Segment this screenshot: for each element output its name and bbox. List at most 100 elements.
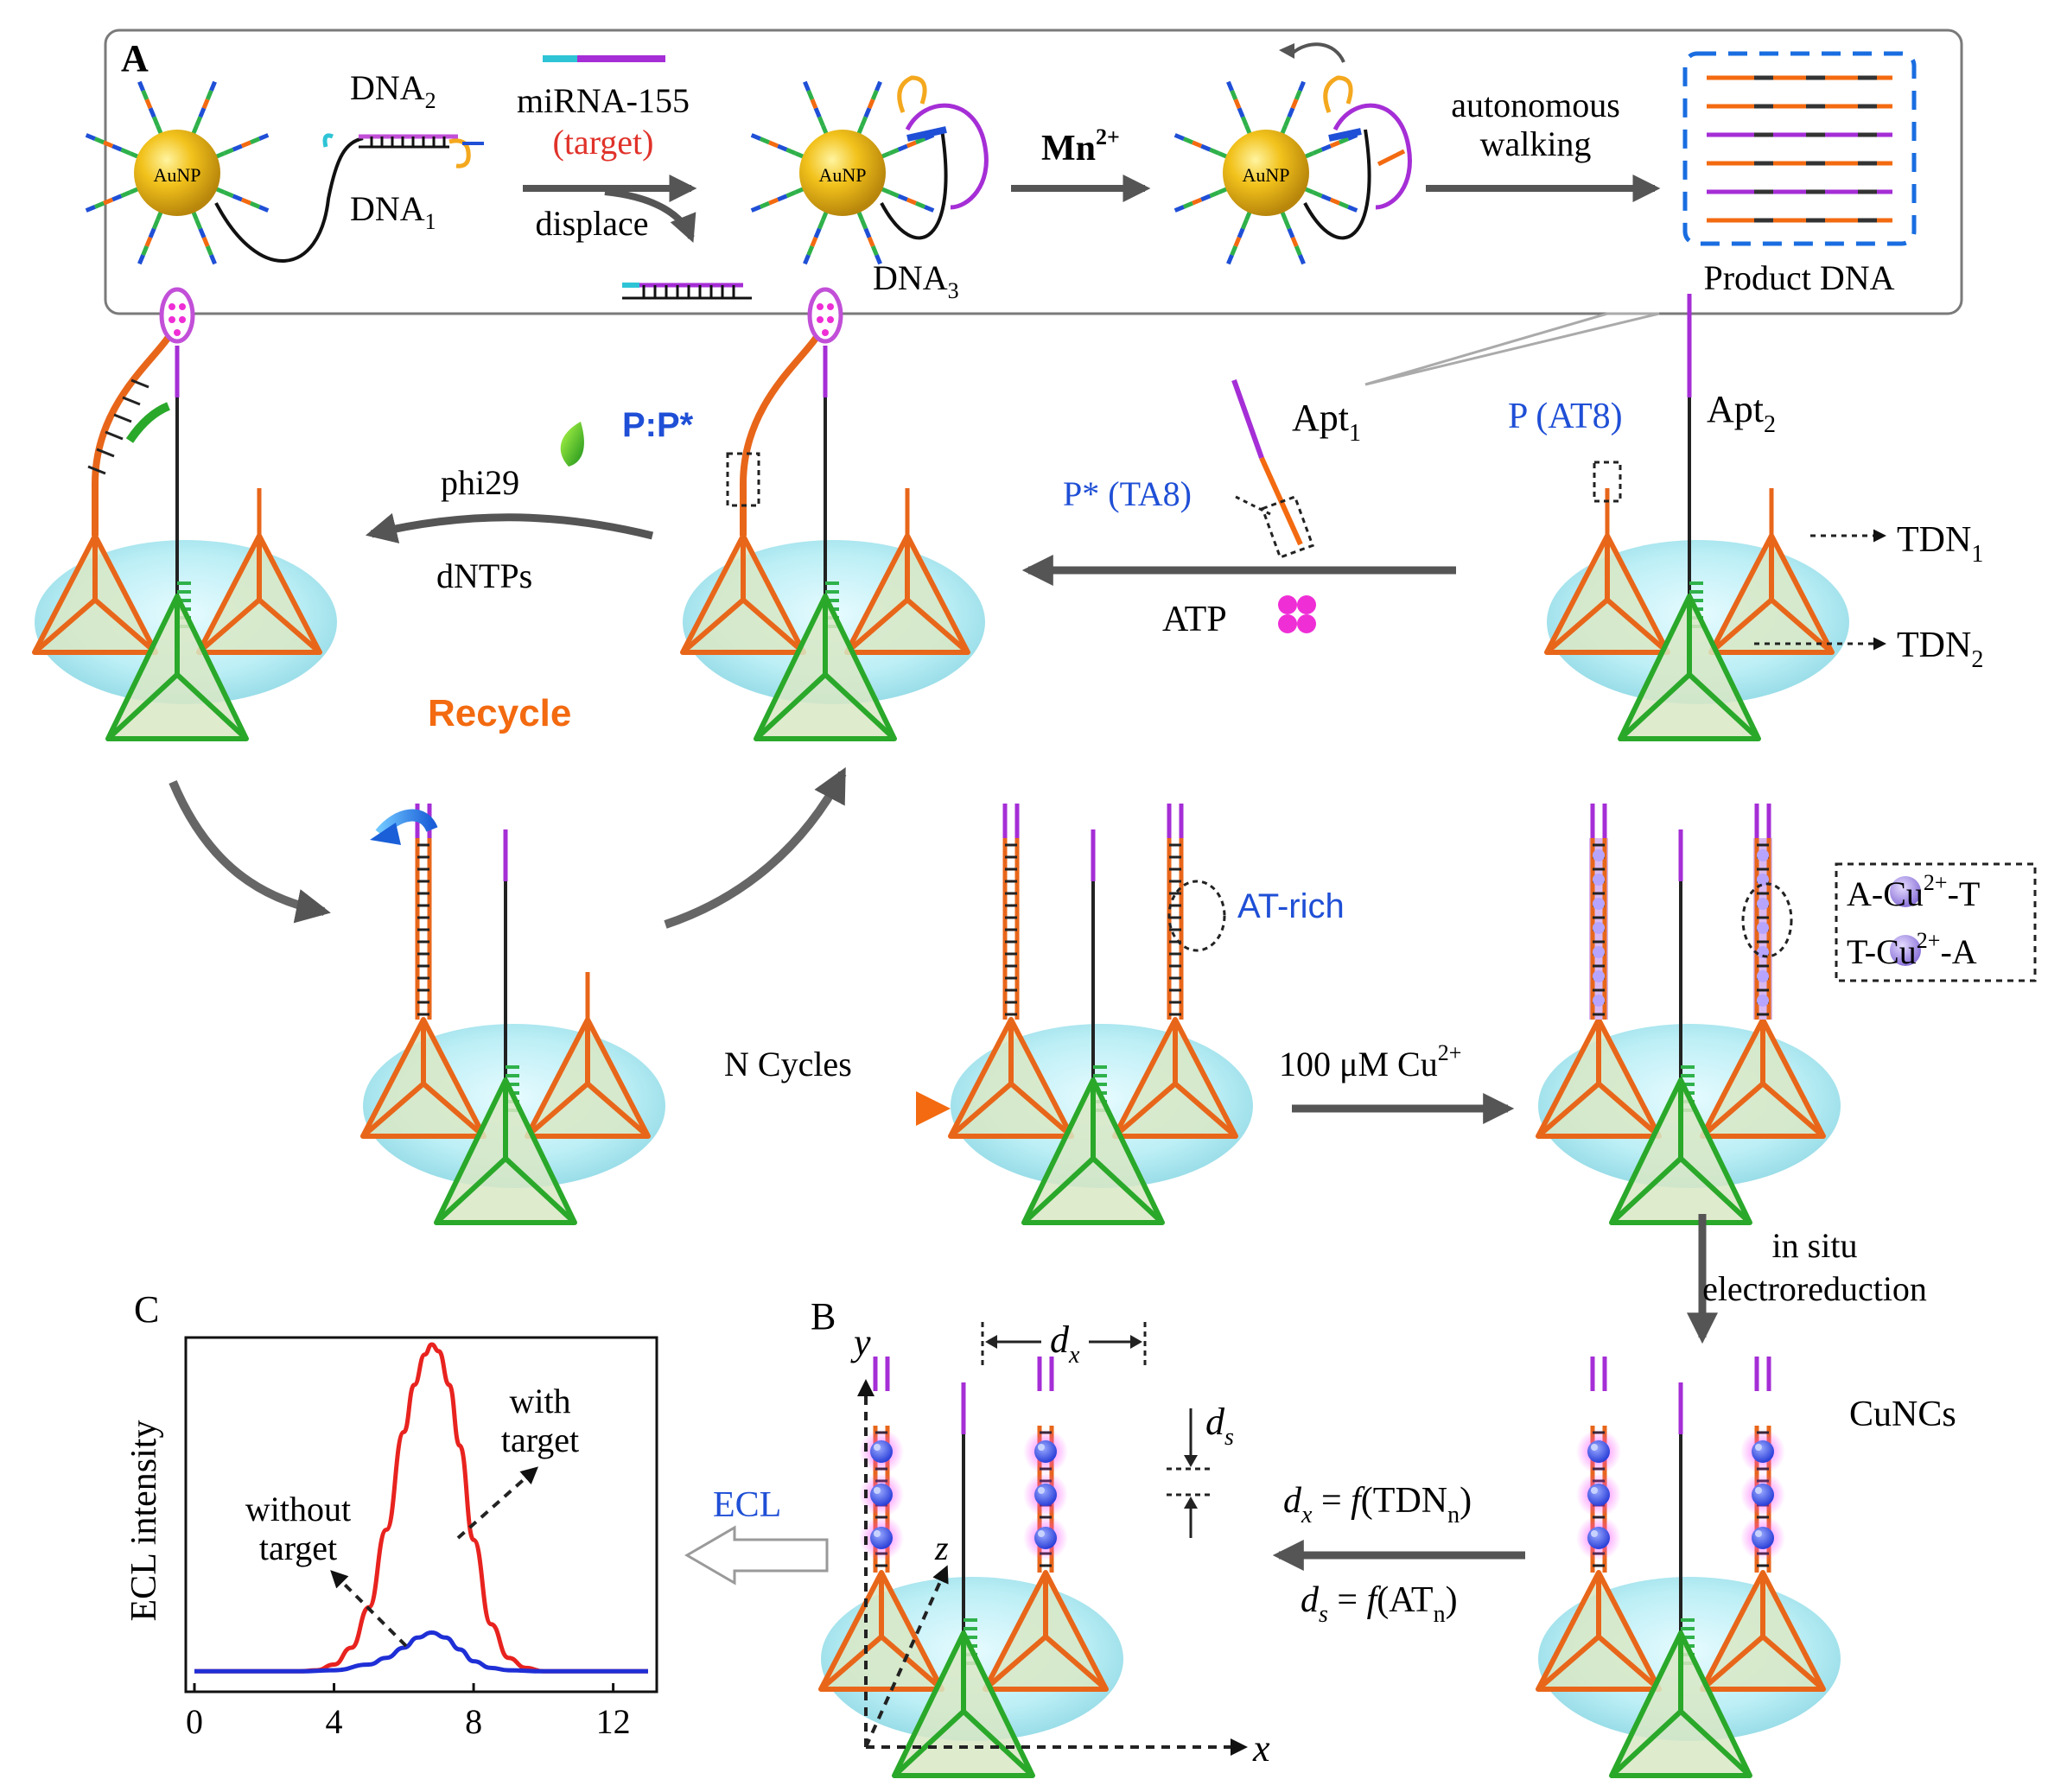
tetrahedron-edge	[1678, 1709, 1752, 1778]
tetrahedron-edge	[1021, 1156, 1096, 1225]
cu-nanocluster	[870, 1484, 893, 1506]
surface-strand-segment	[1192, 197, 1203, 206]
surface-strand-segment	[897, 143, 908, 152]
n-cycles-arrow-head	[916, 1091, 951, 1126]
cu-nanocluster	[1587, 1484, 1610, 1506]
tetrahedron-edge	[422, 1081, 486, 1139]
dna3-hairpin	[897, 75, 927, 113]
surface-strand-segment	[1182, 137, 1193, 145]
surface-strand-segment	[111, 194, 123, 202]
axis-z	[864, 1565, 949, 1748]
displace-down-arrow	[604, 188, 696, 243]
surface-strand-segment	[1312, 190, 1323, 199]
dna3-stem	[906, 126, 947, 142]
surface-strand-segment	[777, 194, 788, 202]
cu-nanocluster	[870, 1527, 893, 1549]
surface-strand-segment	[240, 197, 251, 206]
aunp-label-3: AuNP	[1242, 164, 1289, 186]
tdn-platform	[1536, 804, 1841, 1225]
surface-strand-segment	[151, 219, 160, 230]
tetrahedron-edge	[1009, 1081, 1073, 1139]
tetrahedron-edge	[1687, 672, 1761, 741]
cu-nanocluster	[1752, 1484, 1774, 1506]
tetrahedron-edge	[1597, 1081, 1661, 1139]
tdn-platform	[948, 804, 1253, 1225]
cu-pair-circle	[1741, 882, 1793, 958]
tetrahedron-edge	[175, 672, 249, 741]
tetrahedron-edge	[1701, 1634, 1765, 1692]
cu-ion	[1757, 874, 1769, 886]
cu-highlight	[1038, 1444, 1045, 1451]
bound-atp	[822, 329, 829, 336]
surface-strand-segment	[863, 227, 872, 238]
cu-ion	[1593, 849, 1605, 861]
cu-nanocluster	[1587, 1527, 1610, 1549]
axis-y-label: y	[850, 1321, 871, 1363]
surface-strand-segment	[888, 190, 900, 199]
aunp-probe-1	[85, 80, 270, 265]
surface-strand-segment	[1230, 245, 1238, 257]
gold-nanoparticle	[1223, 130, 1309, 216]
surface-strand-segment	[1240, 116, 1249, 127]
surface-strand-segment	[1320, 143, 1332, 152]
surface-strand-segment	[817, 219, 825, 230]
surface-strand-segment	[924, 205, 935, 213]
strand-release-icon	[375, 809, 438, 838]
cu-highlight	[874, 1530, 881, 1537]
tetrahedron-edge	[1678, 1156, 1752, 1225]
product-box	[1682, 51, 1917, 246]
polymerase-icon	[125, 402, 171, 443]
surface-strand-segment	[1240, 219, 1249, 230]
atp-dot	[1297, 595, 1316, 614]
tetrahedron-edge	[1091, 1156, 1165, 1225]
surface-strand-segment	[1298, 80, 1306, 92]
surface-strand-segment	[860, 219, 868, 230]
tetrahedron-edge	[361, 1081, 425, 1139]
cuncs-label: CuNCs	[1849, 1395, 1956, 1434]
cu-ion	[1757, 849, 1769, 861]
chart-y-label: ECL intensity	[124, 1420, 164, 1622]
walker-stem	[1328, 128, 1362, 142]
bound-atp	[827, 316, 834, 323]
surface-strand-segment	[1237, 227, 1245, 238]
x-tick-label: 4	[326, 1702, 343, 1741]
base-pair	[105, 430, 124, 441]
surface-strand-segment	[1298, 254, 1306, 265]
cu-nanocluster	[1752, 1527, 1774, 1549]
walker-loop	[1332, 103, 1412, 210]
surface-strand-segment	[1339, 137, 1350, 145]
tetrahedron-edge	[1761, 1081, 1825, 1139]
recycle-arrow-down	[169, 780, 331, 924]
walk-curl-arrow	[1290, 42, 1345, 63]
tdn-platform	[360, 804, 665, 1225]
tetrahedron-edge	[1609, 1709, 1683, 1778]
x-tick-label: 8	[465, 1702, 482, 1741]
with-target-label-1: with	[509, 1382, 570, 1420]
surface-strand-segment	[194, 116, 203, 127]
tetrahedron-edge	[961, 1709, 1035, 1778]
cu-nanocluster	[1752, 1440, 1774, 1463]
atp-dot	[1278, 595, 1297, 614]
with-target-pointer	[456, 1466, 538, 1540]
surface-strand-segment	[1200, 143, 1212, 152]
p-label: P (AT8)	[1508, 397, 1623, 436]
surface-strand-segment	[906, 197, 917, 206]
surface-strand-segment	[1312, 147, 1323, 156]
surface-strand-segment	[201, 98, 210, 110]
panel-a: A AuNP DNA2 DNA1 miRNA-155 (target) disp…	[85, 29, 1963, 315]
surface-strand-segment	[111, 143, 123, 152]
gold-nanoparticle	[799, 130, 886, 216]
cu-ion	[1593, 970, 1605, 982]
cu-ion	[1757, 898, 1769, 910]
atp-label: ATP	[1162, 600, 1227, 639]
surface-strand-segment	[1192, 140, 1203, 149]
bound-atp	[169, 303, 175, 310]
walker-strand	[1303, 129, 1371, 240]
surface-strand-segment	[209, 254, 217, 265]
tetrahedron-edge	[1113, 1081, 1177, 1139]
pstar-box	[1261, 495, 1314, 559]
surface-strand-segment	[906, 140, 917, 149]
tetrahedron-edge	[681, 597, 745, 655]
tetrahedron-edge	[1770, 597, 1834, 655]
tetrahedron-edge	[258, 597, 321, 655]
